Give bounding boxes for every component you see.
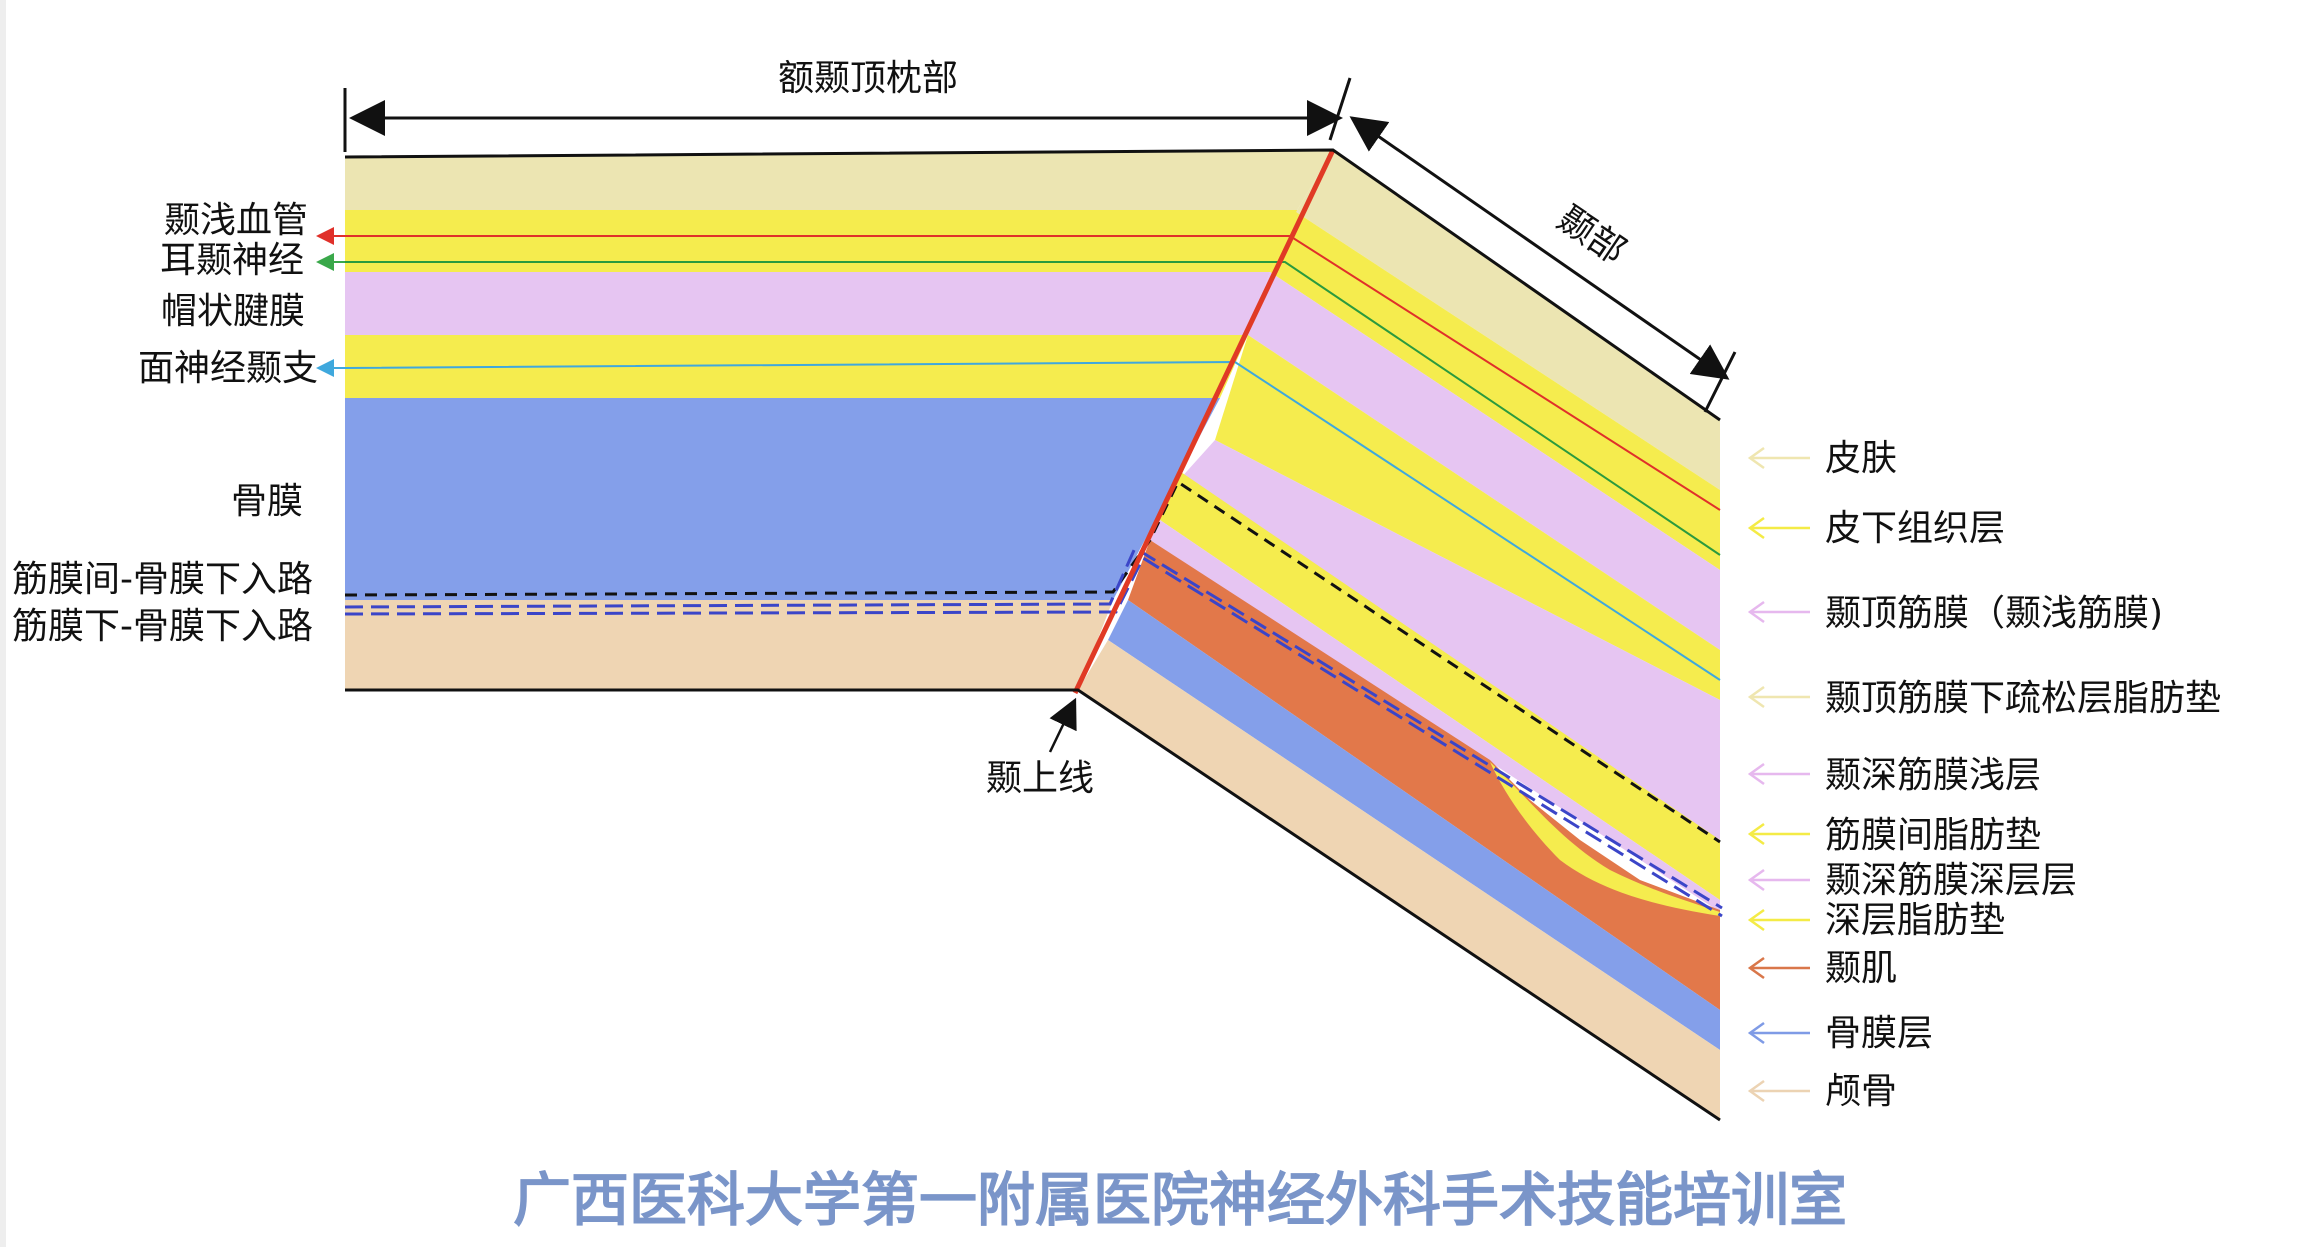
right-label-deep-temporal-fascia-superficial: 颞深筋膜浅层 — [1825, 755, 2041, 796]
right-arrow-head-deep-fat-pad — [1747, 908, 1765, 932]
superior-temporal-line — [1072, 148, 1336, 695]
footer-institution-title: 广西医科大学第一附属医院神经外科手术技能培训室 — [513, 1166, 1847, 1234]
left-arrow-head-superficial-temporal-vessels — [316, 227, 334, 245]
subfascial-approach-line-a — [344, 545, 1723, 910]
right-label-loose-areolar-fat-pad: 颞顶筋膜下疏松层脂肪垫 — [1825, 678, 2221, 719]
left-label-facial-nerve-temporal-branch: 面神经颞支 — [138, 348, 318, 389]
right-arrow-head-periosteum-layer — [1747, 1021, 1765, 1045]
temporal-label: 颞部 — [1550, 198, 1633, 272]
right-label-periosteum-layer: 骨膜层 — [1825, 1013, 1933, 1054]
right-deep-fascia-superficial-layer — [1170, 440, 1720, 840]
right-label-skin: 皮肤 — [1825, 438, 1897, 479]
dimension-arrows — [343, 77, 1737, 753]
left-loose-fat-layer — [345, 335, 1248, 398]
left-galea-layer — [345, 272, 1270, 335]
auriculotemporal-nerve-line — [345, 261, 1721, 556]
left-periosteum-layer — [345, 398, 1220, 600]
right-deep-fat-pad — [1490, 762, 1720, 916]
right-arrow-head-skull — [1747, 1079, 1765, 1103]
right-label-temporalis-muscle: 颞肌 — [1825, 948, 1897, 989]
right-label-interfascial-fat-pad: 筋膜间脂肪垫 — [1825, 815, 2041, 856]
right-label-temporoparietal-fascia: 颞顶筋膜（颞浅筋膜) — [1825, 593, 2163, 634]
right-arrow-head-deep-temporal-fascia-deep — [1747, 868, 1765, 892]
left-label-interfascial-approach: 筋膜间-骨膜下入路 — [12, 559, 313, 600]
left-layers — [345, 150, 1333, 690]
right-bone-layer — [1078, 640, 1720, 1120]
right-arrow-head-loose-areolar-fat-pad — [1747, 685, 1765, 709]
left-indicator-arrows — [316, 227, 345, 377]
right-label-deep-fat-pad: 深层脂肪垫 — [1825, 900, 2005, 941]
left-subcutaneous-fat-layer — [345, 210, 1298, 272]
right-indicator-arrows — [1747, 446, 1810, 1103]
right-arrow-head-interfascial-fat-pad — [1747, 822, 1765, 846]
right-arrow-head-temporoparietal-fascia — [1747, 600, 1765, 624]
left-label-superficial-temporal-vessels: 颞浅血管 — [164, 200, 308, 241]
right-arrow-head-skin — [1747, 446, 1765, 470]
right-temporalis-muscle-layer — [1128, 540, 1720, 1010]
right-periosteum-layer — [1108, 600, 1720, 1050]
left-label-galea-aponeurotica: 帽状腱膜 — [161, 291, 305, 332]
right-label-subcutaneous: 皮下组织层 — [1825, 508, 2005, 549]
right-interfascial-fat-layer — [1160, 470, 1720, 900]
left-label-periosteum: 骨膜 — [231, 481, 303, 522]
bottom-outline — [345, 688, 1721, 1122]
right-loose-fat-layer — [1215, 335, 1720, 700]
left-edge-strip — [0, 0, 6, 1247]
right-arrow-head-temporalis-muscle — [1747, 956, 1765, 980]
left-label-auriculotemporal-nerve: 耳颞神经 — [160, 240, 304, 281]
frontoparietal-label: 额颞顶枕部 — [778, 58, 958, 99]
left-arrow-head-auriculotemporal-nerve — [316, 253, 334, 271]
right-deep-fascia-deep-layer — [1150, 520, 1720, 912]
right-label-skull: 颅骨 — [1825, 1071, 1897, 1112]
left-skin-layer — [345, 150, 1333, 213]
left-label-subfascial-approach: 筋膜下-骨膜下入路 — [12, 606, 313, 647]
frontoparietal-tick-right — [1328, 77, 1352, 141]
superior-temporal-line-label: 颞上线 — [986, 758, 1094, 799]
subfascial-approach-line-b — [344, 555, 1723, 918]
superior-temporal-line-pointer — [1048, 697, 1077, 753]
right-arrow-head-deep-temporal-fascia-superficial — [1747, 762, 1765, 786]
right-arrow-head-subcutaneous — [1747, 516, 1765, 540]
temporal-tick-bottom — [1703, 351, 1737, 413]
left-bone-layer — [345, 600, 1113, 690]
right-label-deep-temporal-fascia-deep: 颞深筋膜深层层 — [1825, 860, 2077, 901]
left-arrow-head-facial-nerve-temporal-branch — [316, 359, 334, 377]
temporal-dimension-arrow — [1349, 116, 1730, 380]
